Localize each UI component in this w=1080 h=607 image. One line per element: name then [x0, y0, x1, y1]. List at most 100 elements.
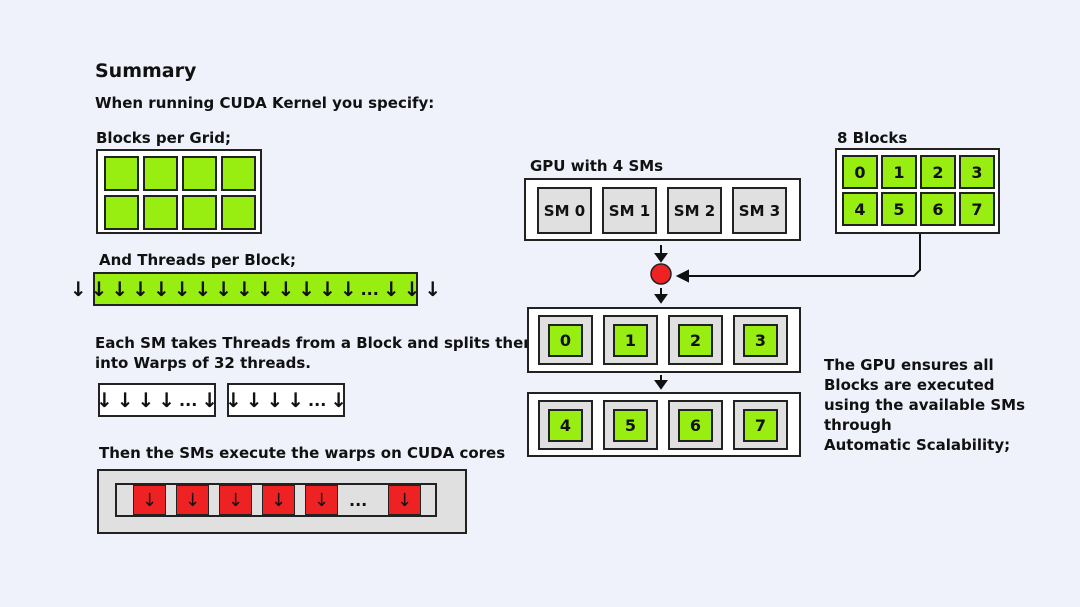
- block: 3: [959, 155, 995, 189]
- cuda-core-icon: ↓: [133, 485, 166, 515]
- warps-text: Each SM takes Threads from a Block and s…: [95, 333, 539, 373]
- thread-arrow-icon: ↓: [158, 388, 176, 412]
- grid-block: [143, 195, 178, 230]
- sm-box: SM 0: [537, 187, 592, 234]
- arrow-blocks-to-scheduler: [687, 234, 921, 277]
- thread-arrow-icon: ↓: [236, 277, 253, 301]
- grid-block: [182, 195, 217, 230]
- explanation-line: using the available SMs: [824, 396, 1025, 414]
- warps-text-line2: into Warps of 32 threads.: [95, 354, 311, 372]
- thread-arrow-icon: ↓: [287, 388, 305, 412]
- sm-slot: 4: [538, 400, 593, 450]
- explanation-line: through: [824, 416, 892, 434]
- explanation-line: The GPU ensures all: [824, 356, 994, 374]
- scheduled-block: 0: [548, 324, 583, 357]
- blocks-label: 8 Blocks: [837, 129, 908, 147]
- thread-arrow-icon: ↓: [152, 277, 170, 301]
- thread-arrow-icon: ↓: [137, 388, 155, 412]
- thread-arrow-icon: ↓: [111, 277, 129, 301]
- grid-block: [182, 156, 217, 191]
- ellipsis: ...: [308, 390, 327, 410]
- thread-arrow-icon: ↓: [116, 388, 134, 412]
- thread-arrow-icon: ↓: [173, 277, 191, 301]
- block: 1: [881, 155, 917, 189]
- thread-arrow-icon: ↓: [95, 388, 113, 412]
- block: 4: [842, 192, 878, 226]
- sm-slot: 0: [538, 315, 593, 365]
- execute-label: Then the SMs execute the warps on CUDA c…: [99, 444, 506, 462]
- cuda-core-icon: ↓: [388, 485, 421, 515]
- grid-block: [143, 156, 178, 191]
- thread-arrow-icon: ↓: [245, 388, 263, 412]
- scheduled-block: 5: [613, 409, 648, 442]
- thread-arrow-icon: ↓: [132, 277, 149, 301]
- grid-box: [96, 149, 262, 234]
- thread-arrow-icon: ↓: [215, 277, 232, 301]
- thread-arrow-icon: ↓: [266, 388, 284, 412]
- block: 5: [881, 192, 917, 226]
- cuda-core-icon: ↓: [176, 485, 209, 515]
- thread-arrow-icon: ↓: [277, 277, 295, 301]
- cuda-core-icon: ↓: [262, 485, 295, 515]
- blocks-per-grid-label: Blocks per Grid;: [96, 129, 232, 147]
- thread-arrow-icon: ↓: [224, 388, 242, 412]
- scheduled-block: 1: [613, 324, 648, 357]
- explanation-line: Blocks are executed: [824, 376, 995, 394]
- cuda-core-strip: ↓ ↓ ↓ ↓ ↓ ↓...: [115, 483, 437, 517]
- threads-per-block-label: And Threads per Block;: [99, 251, 297, 269]
- cuda-core-icon: ↓: [219, 485, 252, 515]
- thread-arrow-icon: ↓: [90, 277, 108, 301]
- scheduled-block: 4: [548, 409, 583, 442]
- sm-slot: 3: [733, 315, 788, 365]
- thread-arrow-icon: ↓: [319, 277, 336, 301]
- explanation-line: Automatic Scalability;: [824, 436, 1011, 454]
- thread-arrow-icon: ↓: [339, 277, 357, 301]
- scheduled-block: 6: [678, 409, 713, 442]
- ellipsis: ...: [179, 390, 198, 410]
- warp-box-1: ↓↓↓↓...↓: [95, 383, 219, 417]
- ellipsis: ...: [360, 279, 379, 299]
- thread-arrow-icon: ↓: [330, 388, 348, 412]
- sm-execution-box: ↓ ↓ ↓ ↓ ↓ ↓...: [97, 469, 467, 534]
- subtitle: When running CUDA Kernel you specify:: [95, 94, 435, 112]
- scheduled-block: 7: [743, 409, 778, 442]
- cuda-core-icon: ↓: [305, 485, 338, 515]
- thread-arrow-icon: ↓: [424, 277, 442, 301]
- page-title: Summary: [95, 60, 197, 82]
- scheduled-block: 3: [743, 324, 778, 357]
- thread-arrow-icon: ↓: [201, 388, 219, 412]
- grid-block: [221, 195, 256, 230]
- thread-arrow-icon: ↓: [194, 277, 212, 301]
- sm-box: SM 1: [602, 187, 657, 234]
- block: 7: [959, 192, 995, 226]
- thread-arrow-icon: ↓: [298, 277, 316, 301]
- sm-box: SM 3: [732, 187, 787, 234]
- sm-slot: 5: [603, 400, 658, 450]
- thread-arrow-icon: ↓: [256, 277, 274, 301]
- warps-text-line1: Each SM takes Threads from a Block and s…: [95, 334, 539, 352]
- grid-block: [221, 156, 256, 191]
- scheduled-block: 2: [678, 324, 713, 357]
- grid-block: [104, 195, 139, 230]
- thread-arrow-icon: ↓: [69, 277, 87, 301]
- gpu-label: GPU with 4 SMs: [530, 157, 664, 175]
- block: 0: [842, 155, 878, 189]
- thread-block-bar: ↓↓↓↓↓↓↓↓↓↓↓↓↓↓...↓↓↓: [70, 272, 441, 306]
- sm-slot: 1: [603, 315, 658, 365]
- sm-slot: 7: [733, 400, 788, 450]
- block: 2: [920, 155, 956, 189]
- thread-arrow-icon: ↓: [403, 277, 421, 301]
- ellipsis: ...: [349, 491, 368, 510]
- grid-block: [104, 156, 139, 191]
- scheduler-node: [650, 263, 672, 285]
- sm-box: SM 2: [667, 187, 722, 234]
- warp-box-2: ↓↓↓↓...↓: [224, 383, 348, 417]
- block: 6: [920, 192, 956, 226]
- thread-arrow-icon: ↓: [382, 277, 400, 301]
